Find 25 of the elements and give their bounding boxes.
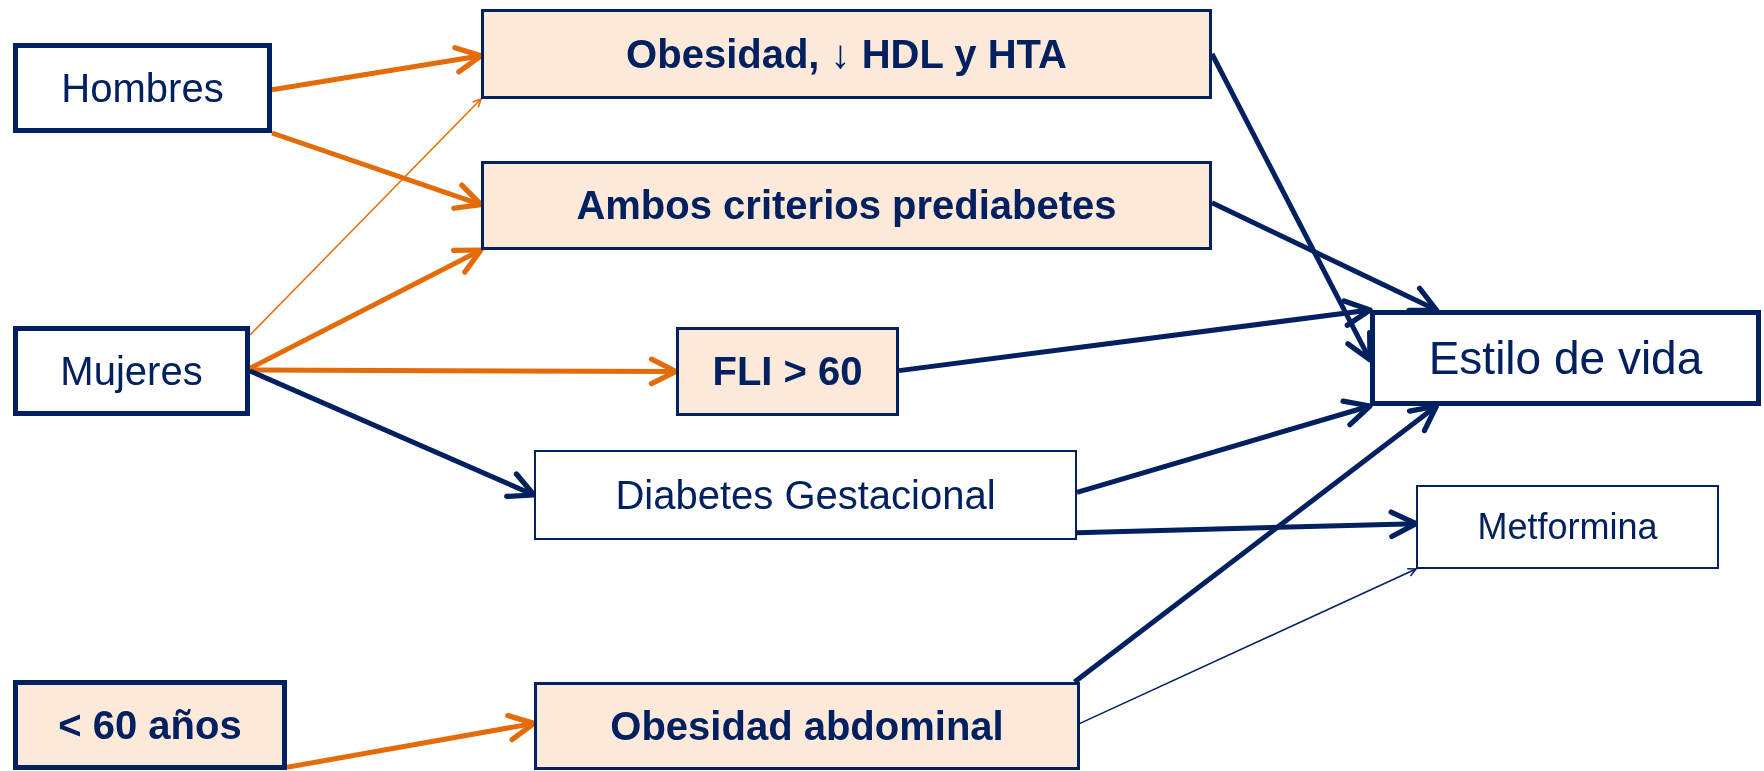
risk-factor-box xyxy=(481,161,1212,250)
arrow xyxy=(1076,398,1373,495)
category-box xyxy=(13,43,272,133)
node-label: FLI > 60 xyxy=(712,349,863,394)
category-box xyxy=(13,326,250,416)
node-label: Mujeres xyxy=(60,348,203,394)
arrow xyxy=(249,98,482,336)
arrow xyxy=(898,298,1373,374)
node-label: Metformina xyxy=(1477,506,1658,548)
risk-factor-box xyxy=(481,9,1212,99)
node-label: Hombres xyxy=(61,65,224,111)
category-box xyxy=(13,680,287,770)
intervention-box xyxy=(1370,310,1761,406)
node-label: Diabetes Gestacional xyxy=(615,472,996,518)
arrow xyxy=(1079,567,1417,725)
node-label: Obesidad abdominal xyxy=(610,703,1004,749)
node-label: < 60 años xyxy=(58,702,242,748)
node-label: Estilo de vida xyxy=(1428,331,1703,385)
risk-factor-box xyxy=(676,327,899,416)
risk-factor-box xyxy=(534,682,1080,770)
intervention-box xyxy=(1416,485,1719,569)
arrow xyxy=(248,247,484,371)
risk-factor-box xyxy=(534,450,1077,540)
node-label: Ambos criterios prediabetes xyxy=(576,183,1117,228)
node-label: Obesidad, ↓ HDL y HTA xyxy=(626,31,1067,77)
